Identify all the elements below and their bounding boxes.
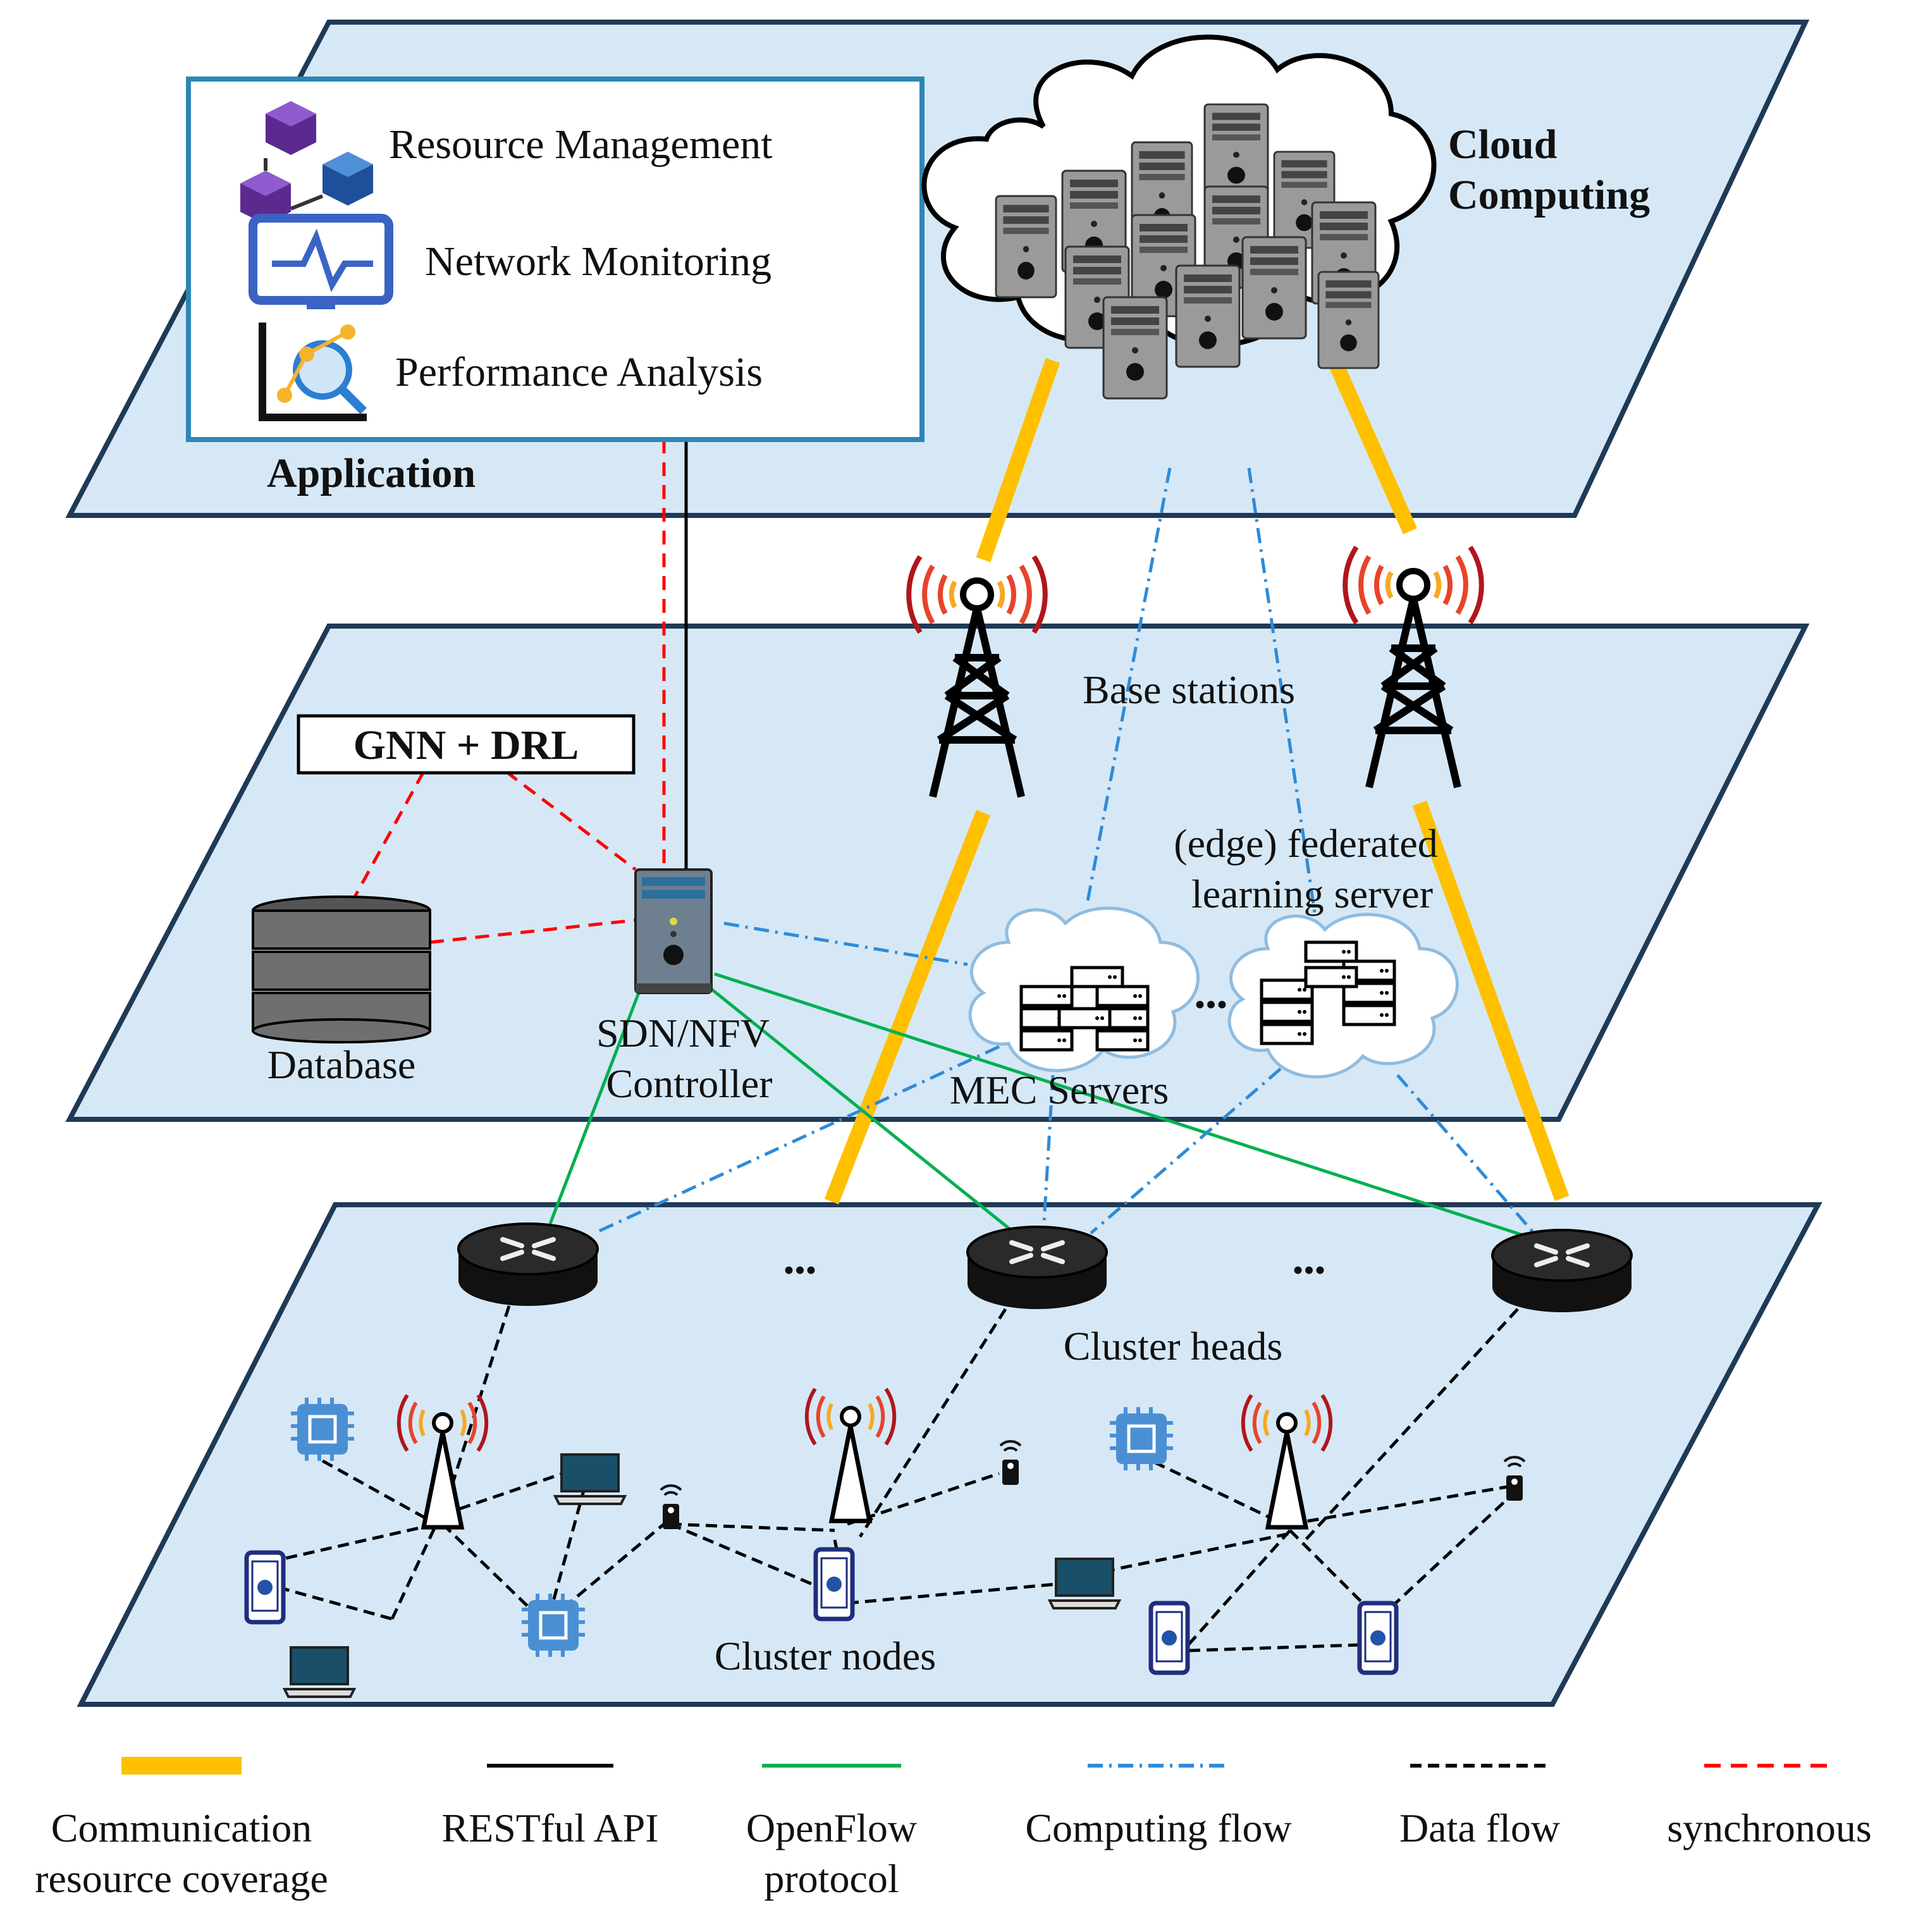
legend-label-coverage-line2: resource coverage [35, 1856, 328, 1901]
mec-server-cloud [1227, 913, 1459, 1079]
mec-ellipsis: ••• [1195, 987, 1228, 1022]
cluster-head-router-icon [458, 1224, 598, 1306]
chip-icon [291, 1398, 354, 1461]
base-stations-label: Base stations [1083, 667, 1295, 712]
cluster-nodes-label: Cluster nodes [715, 1634, 936, 1678]
smartphone-icon [247, 1553, 283, 1622]
application-layer-label: Application [267, 450, 476, 496]
monitor-pulse-icon [249, 214, 393, 309]
controller-label-line1: SDN/NFV [596, 1011, 770, 1055]
federated-learning-label-line2: learning server [1191, 871, 1433, 916]
legend-label-openflow-line2: protocol [764, 1856, 899, 1901]
network-monitoring-label: Network Monitoring [425, 238, 771, 285]
cluster-heads-label: Cluster heads [1064, 1324, 1283, 1369]
laptop-icon [283, 1646, 355, 1698]
database-icon [252, 895, 431, 1043]
resource-management-label: Resource Management [389, 121, 773, 168]
mec-servers-label: MEC Servers [950, 1068, 1169, 1112]
coverage-line [976, 358, 1060, 562]
cluster-heads-ellipsis: ••• [783, 1252, 817, 1288]
legend-label-dataflow: Data flow [1399, 1806, 1560, 1850]
controller-label-line2: Controller [606, 1061, 772, 1106]
gnn-drl-box [297, 714, 636, 775]
gnn-drl-label: GNN + DRL [353, 722, 579, 768]
car-chip-icon [1110, 1407, 1173, 1470]
smartphone-icon [1151, 1603, 1188, 1673]
federated-learning-label-line1: (edge) federated [1174, 821, 1437, 866]
mec-server-cloud [968, 906, 1200, 1073]
legend-label-coverage-line1: Communication [51, 1806, 312, 1850]
bottom-layer-plane [77, 1202, 1822, 1707]
synchronous-lines [352, 440, 666, 944]
car-chip-icon [522, 1594, 585, 1657]
cloud-computing-label-line2: Computing [1448, 172, 1650, 218]
openflow-lines [548, 972, 1537, 1241]
coverage-line [1412, 800, 1570, 1202]
computing-flow-lines [593, 467, 1538, 1238]
legend-label-restful: RESTful API [441, 1806, 658, 1850]
coverage-line [1327, 357, 1417, 534]
smartphone-icon [816, 1549, 852, 1619]
cluster-head-router-icon [1492, 1230, 1631, 1312]
cubes-network-icon [240, 101, 373, 225]
cluster-head-router-icon [968, 1227, 1107, 1309]
smartphone-icon [1360, 1603, 1396, 1673]
coverage-line [824, 809, 991, 1205]
cluster-heads-ellipsis: ••• [1293, 1252, 1326, 1288]
legend-label-openflow-line1: OpenFlow [746, 1806, 917, 1850]
legend-label-computing: Computing flow [1025, 1806, 1291, 1850]
cloud-computing-label-line1: Cloud [1448, 121, 1557, 168]
legend: Communication resource coverage RESTful … [35, 1757, 1872, 1901]
sdn-controller-icon [634, 868, 713, 994]
laptop-icon [1048, 1558, 1121, 1609]
database-label: Database [267, 1042, 416, 1087]
legend-label-synchronous: synchronous [1667, 1806, 1872, 1850]
performance-analysis-label: Performance Analysis [395, 349, 763, 395]
laptop-icon [554, 1453, 626, 1505]
chart-magnifier-icon [259, 323, 367, 421]
